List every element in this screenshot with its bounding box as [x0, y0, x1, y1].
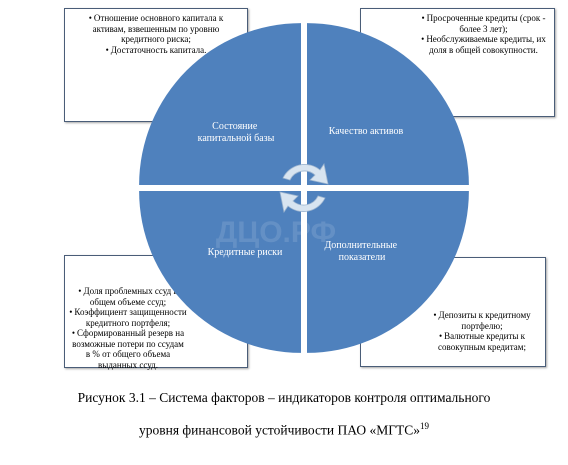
box-top-right-item: Просроченные кредиты (срок - более 3 лет…	[421, 13, 546, 34]
quadrant-diagram: ДЦО.РФ Состояние капитальной базы Качест…	[139, 23, 469, 353]
quadrant-label-bottom-left: Кредитные риски	[208, 247, 283, 258]
quadrant-top-right	[307, 23, 469, 185]
quadrant-top-left	[139, 23, 301, 185]
footnote-ref: 19	[420, 421, 430, 431]
box-top-left-item: Отношение основного капитала к активам, …	[73, 13, 239, 45]
quadrant-label-top-right: Качество активов	[329, 126, 404, 137]
quadrant-bottom-right	[307, 191, 469, 353]
box-bottom-left-item: Доля проблемных ссуд в общем объеме ссуд…	[69, 286, 187, 307]
box-bottom-right-item: Валютные кредиты к совокупным кредитам;	[425, 331, 539, 352]
quadrant-label-line: Кредитные риски	[208, 247, 283, 258]
watermark: ДЦО.РФ	[216, 216, 336, 249]
quadrant-label-line: Дополнительные	[324, 240, 397, 251]
cycle-arrows-icon	[279, 162, 329, 214]
quadrant-label-line: капитальной базы	[198, 133, 275, 144]
box-bottom-right-item: Депозиты к кредитному портфелю;	[425, 310, 539, 331]
quadrant-label-line: Качество активов	[329, 126, 404, 137]
quadrant-label-line: Состояние	[212, 121, 258, 132]
box-top-right-item: Необслуживаемые кредиты, их доля в общей…	[421, 34, 546, 55]
quadrant-label-line: показатели	[339, 252, 386, 263]
figure-caption-line-2: уровня финансовой устойчивости ПАО «МГТС…	[0, 418, 568, 439]
figure-caption-line-1: Рисунок 3.1 – Система факторов – индикат…	[77, 390, 491, 405]
quadrant-label-top-left: Состояние капитальной базы	[198, 121, 275, 144]
figure-caption-text: уровня финансовой устойчивости ПАО «МГТС…	[138, 422, 421, 438]
quadrant-bottom-left	[139, 191, 301, 353]
box-bottom-left-item: Сформированный резерв на возможные потер…	[69, 328, 187, 370]
box-bottom-left-item: Коэффициент защищенности кредитного порт…	[69, 307, 187, 328]
quadrant-label-bottom-right: Дополнительные показатели	[324, 240, 399, 263]
box-top-left-item: Достаточность капитала.	[73, 45, 239, 56]
